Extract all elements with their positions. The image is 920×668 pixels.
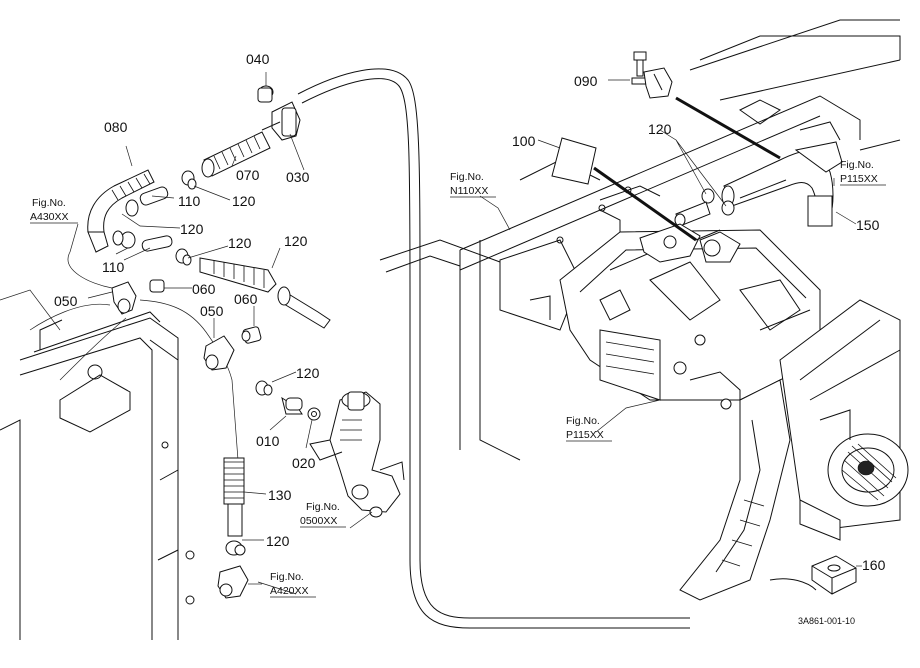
- figref-p115-top-prefix: Fig.No.: [840, 159, 874, 171]
- water-valve-assembly: [309, 391, 405, 518]
- label-050-upper: 050: [54, 293, 78, 309]
- label-150: 150: [856, 217, 880, 233]
- label-030: 030: [286, 169, 310, 185]
- figref-p115-mid-prefix: Fig.No.: [566, 415, 600, 427]
- bolt-090: [631, 51, 649, 85]
- label-090: 090: [574, 73, 598, 89]
- heater-unit: [559, 229, 821, 410]
- label-160: 160: [862, 557, 886, 573]
- figref-0500[interactable]: Fig.No. 0500XX: [300, 501, 346, 528]
- figref-a430[interactable]: Fig.No. A430XX: [30, 197, 78, 224]
- label-060-upper: 060: [192, 281, 216, 297]
- figref-0500-prefix: Fig.No.: [306, 501, 340, 513]
- figref-n110-prefix: Fig.No.: [450, 171, 484, 183]
- leader-lines: [69, 72, 862, 595]
- label-040: 040: [246, 51, 270, 67]
- clamp-120-upper: [181, 170, 197, 190]
- clamp-120-mid: [175, 248, 192, 266]
- label-120-mid: 120: [228, 235, 252, 251]
- label-120-bottom: 120: [266, 533, 290, 549]
- return-hose-loop: [297, 68, 690, 629]
- label-120-upper: 120: [232, 193, 256, 209]
- label-120-right: 120: [648, 121, 672, 137]
- figref-a420-prefix: Fig.No.: [270, 571, 304, 583]
- block-160: [811, 555, 857, 595]
- fitting-060-upper: [149, 279, 165, 293]
- clamp-120-low: [255, 380, 273, 396]
- label-120-low: 120: [296, 365, 320, 381]
- fitting-060-lower: [241, 326, 262, 344]
- label-070: 070: [236, 167, 260, 183]
- clip-090: [643, 67, 673, 99]
- figref-p115-mid[interactable]: Fig.No. P115XX: [566, 415, 612, 442]
- figref-p115-top-code: P115XX: [840, 173, 878, 185]
- label-100: 100: [512, 133, 536, 149]
- figref-p115-top[interactable]: Fig.No. P115XX: [840, 159, 886, 186]
- figref-n110-code: N110XX: [450, 185, 488, 197]
- clamp-110-lower: [112, 230, 173, 252]
- label-060-lower: 060: [234, 291, 258, 307]
- figref-n110[interactable]: Fig.No. N110XX: [450, 171, 496, 198]
- fitting-050-upper: [111, 281, 137, 315]
- assembly-lines: [593, 96, 781, 242]
- label-020: 020: [292, 455, 316, 471]
- blower-housing: [779, 299, 909, 541]
- fitting-040: [257, 85, 274, 103]
- hose-cable-050: [59, 251, 239, 461]
- fitting-lower-a420: [217, 565, 249, 599]
- label-080: 080: [104, 119, 128, 135]
- figref-a430-prefix: Fig.No.: [32, 197, 66, 209]
- figref-a420-code: A420XX: [270, 585, 309, 597]
- figref-p115-mid-code: P115XX: [566, 429, 604, 441]
- label-140: 130: [268, 487, 292, 503]
- label-120-mid-upper: 120: [180, 221, 204, 237]
- washer-020: [307, 407, 321, 421]
- pad-100: [551, 137, 597, 185]
- radiator-frame: [0, 289, 195, 640]
- label-110-upper: 110: [178, 193, 201, 209]
- heater-pipe-150: [721, 141, 843, 227]
- hose-130: [199, 257, 331, 329]
- figref-a430-code: A430XX: [30, 211, 69, 223]
- label-110-lower: 110: [102, 259, 125, 275]
- figref-a420[interactable]: Fig.No. A420XX: [270, 571, 316, 598]
- valve-030: [261, 101, 301, 141]
- figref-0500-code: 0500XX: [300, 515, 337, 527]
- drawing-code: 3A861-001-10: [798, 616, 855, 626]
- label-010: 010: [256, 433, 280, 449]
- clamp-120-bottom: [225, 540, 246, 556]
- nipple-010: [281, 396, 303, 415]
- air-duct: [679, 379, 817, 601]
- hose-080: [87, 169, 155, 253]
- hose-140: [223, 457, 245, 537]
- fitting-050-lower: [203, 335, 235, 371]
- label-130: 120: [284, 233, 308, 249]
- label-050-lower: 050: [200, 303, 224, 319]
- hose-070: [201, 131, 271, 178]
